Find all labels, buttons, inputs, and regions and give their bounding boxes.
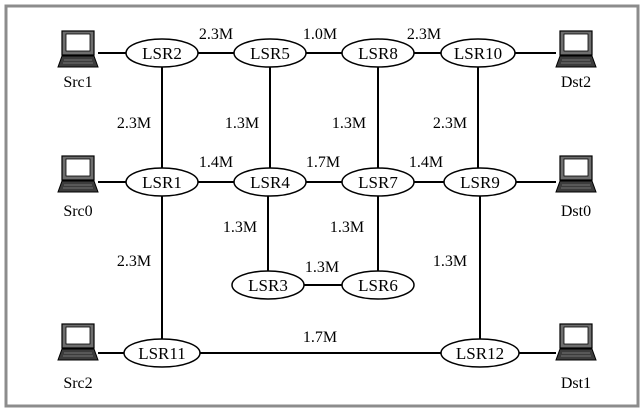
host-dst2: Dst2 — [555, 30, 597, 91]
node-lsr7-label: LSR7 — [358, 173, 398, 192]
node-lsr8: LSR8 — [341, 38, 415, 68]
host-src1: Src1 — [57, 30, 99, 91]
host-src0: Src0 — [57, 155, 99, 220]
node-lsr11-shape — [123, 338, 201, 368]
edge-label-lsr11-lsr12: 1.7M — [303, 329, 337, 346]
edge-label-lsr9-lsr12: 1.3M — [433, 253, 467, 270]
node-lsr10-label: LSR10 — [454, 44, 502, 63]
computer-icon — [555, 323, 597, 361]
node-lsr2-shape — [125, 38, 199, 68]
host-src0-label: Src0 — [63, 203, 92, 220]
node-lsr4-label: LSR4 — [250, 173, 290, 192]
node-lsr1: LSR1 — [125, 167, 199, 197]
node-lsr3-label: LSR3 — [248, 276, 288, 295]
host-src2: Src2 — [57, 323, 99, 392]
edge-label-lsr2-lsr5: 2.3M — [199, 26, 233, 43]
edge-label-lsr7-lsr9: 1.4M — [409, 154, 443, 171]
node-lsr1-shape — [125, 167, 199, 197]
node-lsr6: LSR6 — [341, 270, 415, 300]
node-lsr12: LSR12 — [440, 338, 520, 368]
edge-label-lsr5-lsr8: 1.0M — [303, 26, 337, 43]
node-lsr11-label: LSR11 — [138, 344, 186, 363]
hosts: Src1 Src0 Src2 Dst2 Dst0 Dst1 — [57, 30, 597, 392]
node-lsr4: LSR4 — [233, 167, 307, 197]
node-lsr3: LSR3 — [231, 270, 305, 300]
bandwidth-labels: 2.3M 1.0M 2.3M 2.3M 1.3M 1.3M 2.3M 1.4M … — [117, 26, 467, 346]
node-lsr6-shape — [341, 270, 415, 300]
host-dst1: Dst1 — [555, 323, 597, 392]
edge-label-lsr7-lsr6: 1.3M — [330, 219, 364, 236]
host-dst2-label: Dst2 — [561, 74, 591, 91]
node-lsr2: LSR2 — [125, 38, 199, 68]
node-lsr7-shape — [341, 167, 415, 197]
edge-label-lsr4-lsr3: 1.3M — [223, 219, 257, 236]
edge-label-lsr8-lsr7: 1.3M — [332, 115, 366, 132]
computer-icon — [57, 155, 99, 193]
node-lsr5-shape — [233, 38, 307, 68]
edge-label-lsr4-lsr7: 1.7M — [306, 154, 340, 171]
node-lsr12-shape — [440, 338, 520, 368]
node-lsr6-label: LSR6 — [358, 276, 398, 295]
node-lsr1-label: LSR1 — [142, 173, 182, 192]
node-lsr8-shape — [341, 38, 415, 68]
node-lsr9: LSR9 — [443, 167, 517, 197]
computer-icon — [555, 30, 597, 68]
edge-label-lsr5-lsr4: 1.3M — [225, 115, 259, 132]
node-lsr2-label: LSR2 — [142, 44, 182, 63]
computer-icon — [57, 323, 99, 361]
host-dst0-label: Dst0 — [561, 203, 591, 220]
edge-label-lsr2-lsr1: 2.3M — [117, 115, 151, 132]
node-lsr10: LSR10 — [440, 38, 516, 68]
node-lsr4-shape — [233, 167, 307, 197]
host-links — [98, 52, 556, 354]
node-lsr3-shape — [231, 270, 305, 300]
edge-label-lsr8-lsr10: 2.3M — [407, 26, 441, 43]
node-lsr10-shape — [440, 38, 516, 68]
host-dst1-label: Dst1 — [561, 375, 591, 392]
node-lsr9-label: LSR9 — [460, 173, 500, 192]
node-lsr5: LSR5 — [233, 38, 307, 68]
computer-icon — [555, 155, 597, 193]
edge-label-lsr3-lsr6: 1.3M — [305, 259, 339, 276]
edge-label-lsr10-lsr9: 2.3M — [433, 115, 467, 132]
computer-icon — [57, 30, 99, 68]
host-src2-label: Src2 — [63, 375, 92, 392]
node-lsr7: LSR7 — [341, 167, 415, 197]
edge-label-lsr1-lsr4: 1.4M — [199, 154, 233, 171]
node-lsr11: LSR11 — [123, 338, 201, 368]
host-src1-label: Src1 — [63, 74, 92, 91]
node-lsr5-label: LSR5 — [250, 44, 290, 63]
node-lsr12-label: LSR12 — [456, 344, 504, 363]
edge-label-lsr1-lsr11: 2.3M — [117, 253, 151, 270]
node-lsr8-label: LSR8 — [358, 44, 398, 63]
router-nodes: LSR1 LSR2 LSR3 LSR4 LSR5 LSR6 LSR7 LSR8 — [123, 38, 520, 368]
node-lsr9-shape — [443, 167, 517, 197]
host-dst0: Dst0 — [555, 155, 597, 220]
diagram-frame — [4, 4, 640, 408]
